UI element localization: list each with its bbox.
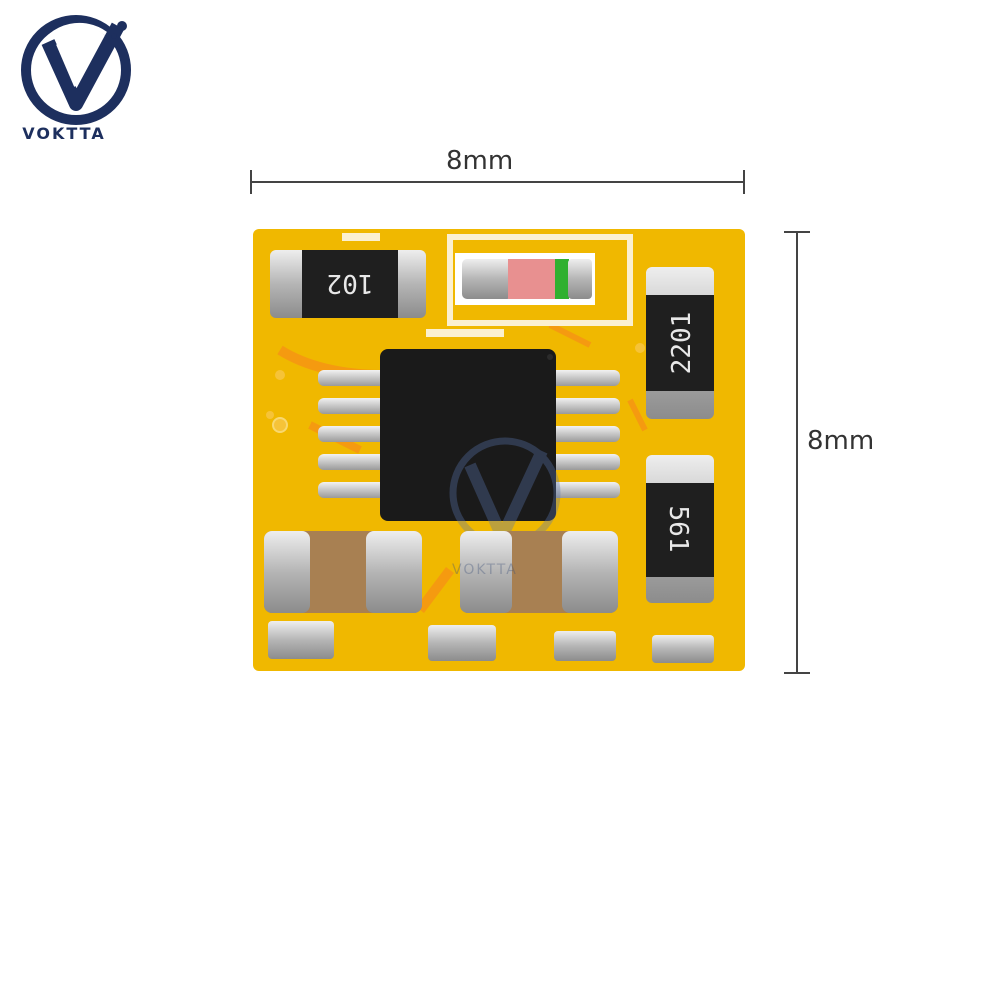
- resistor-102-label: 102: [327, 268, 374, 298]
- pcb-board-drawing: 102 2201 561: [253, 229, 745, 671]
- width-dimension-line: [251, 181, 745, 183]
- voktta-logo-icon: [21, 15, 131, 125]
- ic-chip-body: [380, 349, 556, 521]
- led-component: [455, 253, 595, 305]
- brand-name: VOKTTA: [22, 124, 106, 143]
- capacitor-left: [264, 531, 422, 613]
- height-dimension-tick-top: [784, 231, 810, 233]
- capacitor-middle: [460, 531, 618, 613]
- resistor-561: 561: [646, 455, 714, 603]
- resistor-2201: 2201: [646, 267, 714, 419]
- height-dimension-label: 8mm: [807, 426, 875, 456]
- ic-pins-left: [318, 370, 388, 498]
- resistor-2201-label: 2201: [667, 312, 697, 375]
- resistor-102: 102: [270, 250, 426, 318]
- width-dimension-tick-right: [743, 170, 745, 194]
- height-dimension-tick-bottom: [784, 672, 810, 674]
- width-dimension-label: 8mm: [446, 146, 514, 176]
- resistor-561-label: 561: [663, 506, 693, 553]
- width-dimension-tick-left: [250, 170, 252, 194]
- watermark-text: VOKTTA: [452, 562, 518, 578]
- height-dimension-line: [796, 232, 798, 674]
- bottom-pads: [268, 621, 714, 663]
- pcb-board: 102 2201 561: [250, 225, 750, 675]
- brand-logo: [18, 12, 134, 152]
- ic-pins-right: [550, 370, 620, 498]
